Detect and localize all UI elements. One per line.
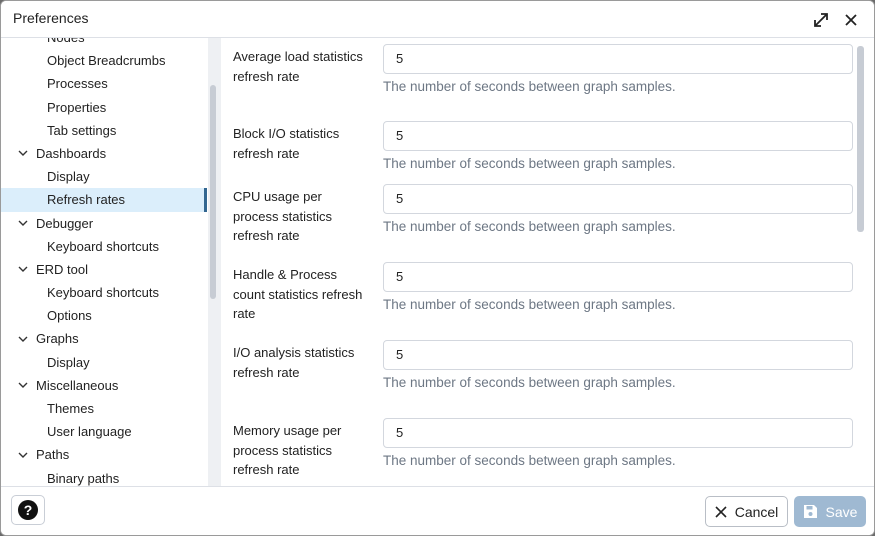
pref-label: Block I/O statistics refresh rate [233, 126, 340, 161]
tree-item-label: Binary paths [47, 470, 120, 486]
tree-item-label: Dashboards [36, 145, 107, 161]
tree-item[interactable]: Properties [1, 96, 208, 119]
cancel-button[interactable]: Cancel [705, 496, 788, 527]
tree-item-label: Paths [36, 447, 70, 463]
pref-label: Average load statistics refresh rate [233, 49, 363, 84]
pref-help-text: The number of seconds between graph samp… [383, 297, 676, 312]
tree-item-label: Display [47, 354, 90, 370]
tree-item[interactable]: Keyboard shortcuts [1, 235, 208, 258]
tree-item[interactable]: Options [1, 304, 208, 327]
save-button-label: Save [825, 503, 858, 520]
close-x-icon [845, 14, 857, 26]
tree-group[interactable]: Debugger [1, 212, 208, 235]
refresh-rate-input[interactable]: 5 [383, 340, 853, 370]
help-button[interactable]: ? [11, 495, 45, 525]
tree-group[interactable]: ERD tool [1, 258, 208, 281]
tree-item[interactable]: Object Breadcrumbs [1, 49, 208, 72]
preferences-tree: NodesObject BreadcrumbsProcessesProperti… [1, 38, 208, 486]
tree-group[interactable]: Dashboards [1, 142, 208, 165]
tree-item[interactable]: Processes [1, 72, 208, 95]
tree-item[interactable]: User language [1, 420, 208, 443]
save-button[interactable]: Save [794, 496, 866, 527]
sidebar-scrollbar-thumb[interactable] [210, 85, 216, 299]
tree-group[interactable]: Miscellaneous [1, 374, 208, 397]
tree-item-label: Display [47, 169, 90, 185]
tree-item-label: Debugger [36, 215, 94, 231]
pref-help-text: The number of seconds between graph samp… [383, 79, 676, 94]
tree-item[interactable]: Keyboard shortcuts [1, 281, 208, 304]
dialog-footer: ? Cancel Save [1, 486, 874, 535]
refresh-rate-input[interactable]: 5 [383, 418, 853, 448]
pref-help-text: The number of seconds between graph samp… [383, 219, 676, 234]
pref-label: Handle & Process count statistics refres… [233, 267, 363, 321]
refresh-rate-input[interactable]: 5 [383, 184, 853, 214]
chevron-down-icon[interactable] [17, 327, 29, 350]
tree-item-label: Graphs [36, 331, 79, 347]
tree-item-label: Miscellaneous [36, 377, 119, 393]
tree-item-label: Tab settings [47, 122, 117, 138]
tree-item-label: Object Breadcrumbs [47, 53, 166, 69]
tree-item-label: Nodes [47, 38, 85, 49]
tree-group[interactable]: Graphs [1, 327, 208, 350]
svg-text:?: ? [24, 502, 33, 518]
tree-item[interactable]: Refresh rates [1, 188, 207, 212]
pref-help-text: The number of seconds between graph samp… [383, 156, 676, 171]
chevron-down-icon[interactable] [17, 443, 29, 466]
pref-label: CPU usage per process statistics refresh… [233, 189, 332, 243]
tree-item-label: Keyboard shortcuts [47, 285, 160, 301]
tree-list: NodesObject BreadcrumbsProcessesProperti… [1, 38, 208, 486]
close-icon [715, 505, 727, 518]
pref-label: I/O analysis statistics refresh rate [233, 345, 355, 380]
save-disk-icon [803, 505, 817, 518]
pref-help-text: The number of seconds between graph samp… [383, 375, 676, 390]
title-bar: Preferences [1, 1, 874, 38]
tree-item-label: Refresh rates [47, 192, 126, 208]
tree-item-label: User language [47, 424, 132, 440]
content-scrollbar-thumb[interactable] [857, 46, 864, 232]
cancel-button-label: Cancel [734, 503, 779, 520]
tree-item-label: Options [47, 308, 92, 324]
tree-item[interactable]: Nodes [1, 38, 208, 49]
tree-group[interactable]: Paths [1, 443, 208, 466]
tree-item-label: Keyboard shortcuts [47, 238, 160, 254]
refresh-rate-input[interactable]: 5 [383, 262, 853, 292]
chevron-down-icon[interactable] [17, 212, 29, 235]
tree-item[interactable]: Display [1, 351, 208, 374]
tree-item-label: Themes [47, 401, 94, 416]
pref-help-text: The number of seconds between graph samp… [383, 453, 676, 468]
tree-item-label: Processes [47, 76, 108, 92]
close-icon[interactable] [841, 10, 861, 30]
tree-item[interactable]: Tab settings [1, 119, 208, 142]
dialog-title: Preferences [13, 10, 89, 26]
pref-label: Memory usage per process statistics refr… [233, 423, 342, 477]
tree-item-label: Properties [47, 99, 107, 115]
expand-icon[interactable] [811, 10, 831, 30]
refresh-rate-input[interactable]: 5 [383, 44, 853, 74]
expand-arrows-icon [814, 13, 828, 27]
tree-item[interactable]: Display [1, 165, 208, 188]
chevron-down-icon[interactable] [17, 258, 29, 281]
chevron-down-icon[interactable] [17, 142, 29, 165]
refresh-rate-input[interactable]: 5 [383, 121, 853, 151]
chevron-down-icon[interactable] [17, 374, 29, 397]
tree-item-label: ERD tool [36, 261, 89, 277]
tree-item[interactable]: Themes [1, 397, 208, 420]
question-circle-icon: ? [18, 500, 38, 520]
tree-item[interactable]: Binary paths [1, 467, 208, 486]
